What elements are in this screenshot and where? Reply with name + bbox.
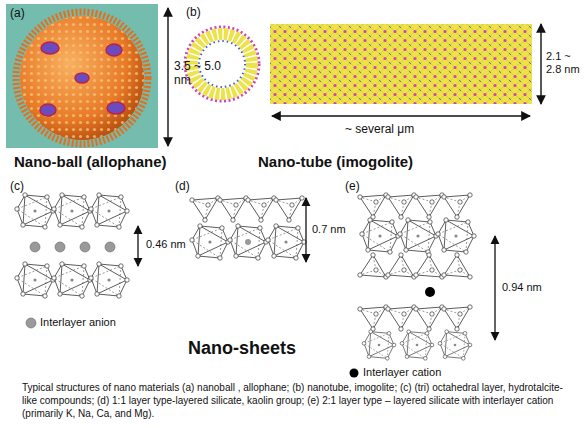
panel-letter: (c) bbox=[10, 180, 24, 194]
dimension-label: 3.5 ~ 5.0 nm bbox=[174, 60, 230, 88]
legend-note: Interlayer anion bbox=[40, 316, 116, 329]
dimension-label: 0.94 nm bbox=[502, 281, 542, 294]
dimension-label: ~ several μm bbox=[345, 123, 414, 137]
group-heading: Nano-sheets bbox=[188, 338, 296, 359]
panel-letter: (a) bbox=[10, 7, 25, 21]
two-to-one-layer-drawing bbox=[350, 193, 496, 378]
figure-caption: Typical structures of nano materials (a)… bbox=[22, 381, 570, 420]
octahedral-layer-drawing bbox=[15, 193, 138, 328]
kaolin-layer-drawing bbox=[190, 196, 306, 262]
dimension-label: 0.7 nm bbox=[312, 223, 346, 236]
panel-letter: (d) bbox=[175, 180, 190, 194]
nanoball-illustration bbox=[6, 4, 168, 148]
nanotube-illustration bbox=[185, 24, 541, 116]
dimension-label: 2.1 ~ 2.8 nm bbox=[546, 50, 584, 75]
structure-name: Nano-ball (allophane) bbox=[14, 153, 167, 170]
panel-letter: (e) bbox=[345, 180, 360, 194]
legend-note: Interlayer cation bbox=[363, 366, 441, 379]
panel-letter: (b) bbox=[186, 6, 201, 20]
dimension-label: 0.46 nm bbox=[146, 238, 186, 251]
structure-name: Nano-tube (imogolite) bbox=[258, 153, 413, 170]
